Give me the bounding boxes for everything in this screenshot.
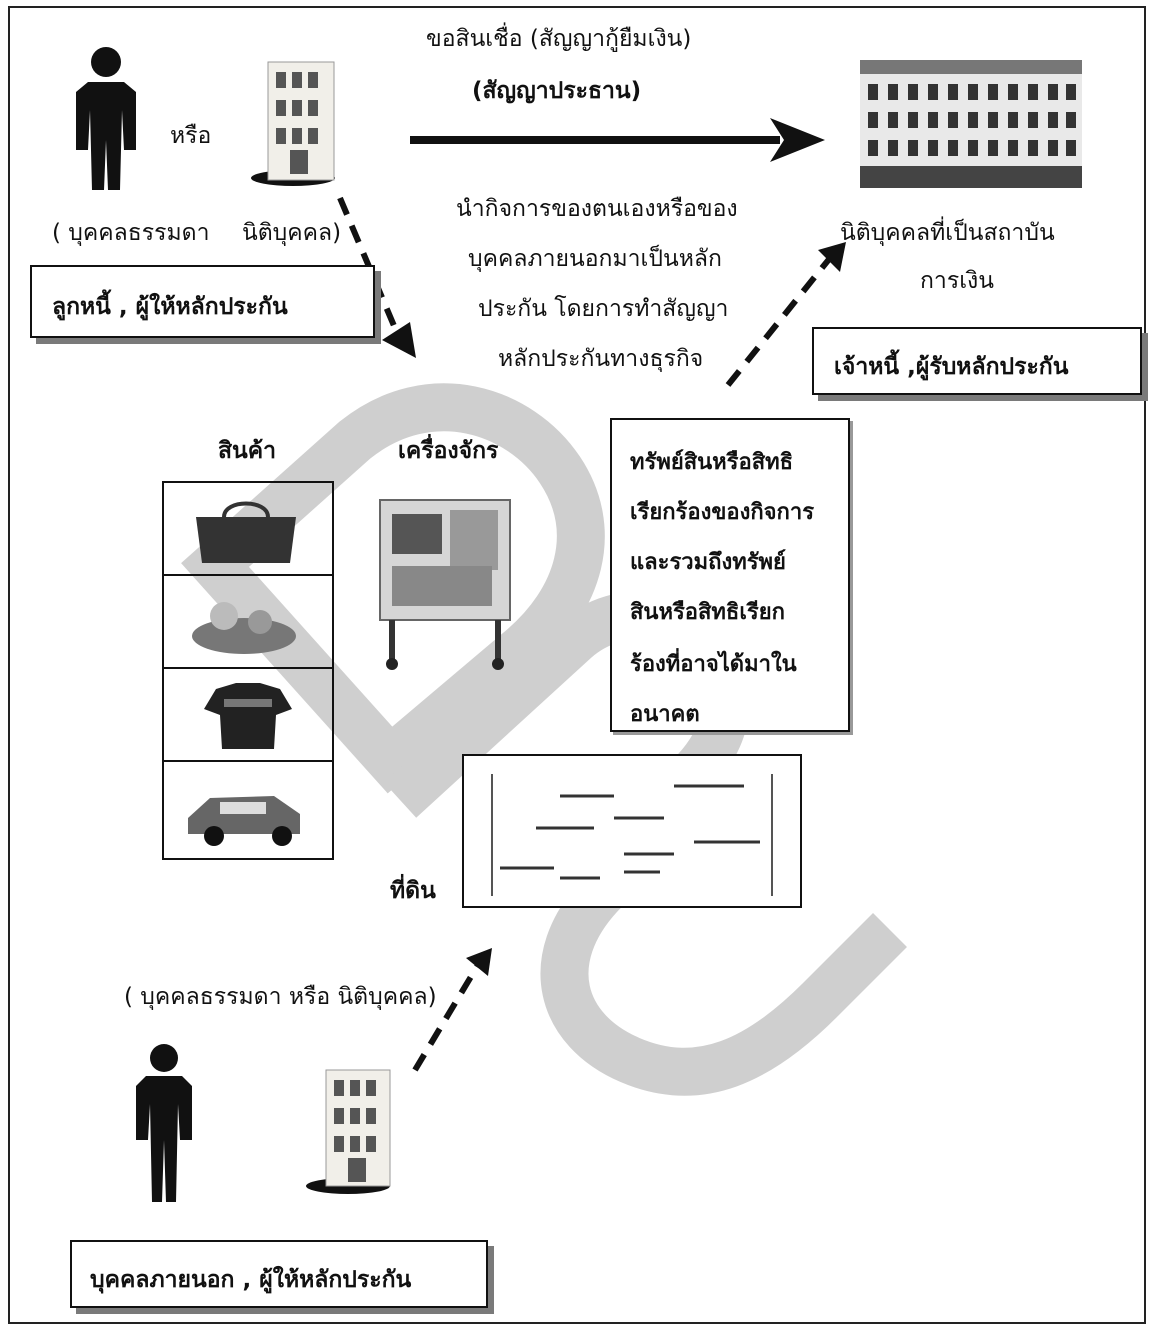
land-label: ที่ดิน [390, 878, 436, 904]
middle-text-line-1: นำกิจการของตนเองหรือของ [456, 196, 738, 222]
bank-building-icon [860, 60, 1082, 188]
middle-text-line-2: บุคคลภายนอกมาเป็นหลัก [468, 246, 722, 272]
rights-text-line-5: ร้องที่อาจได้มาใน [630, 652, 797, 677]
middle-text-line-4: หลักประกันทางธุรกิจ [498, 346, 704, 372]
bag-image [164, 483, 332, 576]
goods-label: สินค้า [218, 438, 277, 464]
creditor-role-box: เจ้าหนี้ ,ผู้รับหลักประกัน [812, 327, 1142, 395]
rights-text-line-3: และรวมถึงทรัพย์ [630, 550, 786, 575]
shirt-image [164, 669, 332, 762]
third-party-person-icon [136, 1044, 192, 1202]
creditor-label-line-1: นิติบุคคลที่เป็นสถาบัน [840, 220, 1055, 246]
goods-image-column [162, 481, 334, 860]
land-map-image [462, 754, 802, 908]
loan-request-label: ขอสินเชื่อ (สัญญากู้ยืมเงิน) [426, 26, 692, 52]
third-party-role-label: บุคคลภายนอก , ผู้ให้หลักประกัน [90, 1267, 412, 1293]
third-party-type-label: ( บุคคลธรรมดา หรือ นิติบุคคล) [124, 984, 437, 1010]
car-image [164, 762, 332, 855]
third-party-role-box: บุคคลภายนอก , ผู้ให้หลักประกัน [70, 1240, 488, 1308]
rights-text-line-1: ทรัพย์สินหรือสิทธิ [630, 450, 794, 475]
third-party-building-icon [306, 1069, 391, 1194]
machinery-label: เครื่องจักร [398, 438, 499, 464]
creditor-label-line-2: การเงิน [920, 268, 995, 294]
debtor-role-box: ลูกหนี้ , ผู้ให้หลักประกัน [30, 265, 375, 338]
person-icon [76, 47, 136, 190]
or-label: หรือ [170, 123, 212, 149]
main-loan-arrow [410, 118, 825, 162]
diagram-frame [8, 6, 1146, 1324]
rights-text-line-4: สินหรือสิทธิเรียก [630, 600, 785, 625]
toys-image [164, 576, 332, 669]
dashed-arrow-creditor [725, 242, 846, 387]
building-icon [251, 61, 335, 186]
principal-contract-label: (สัญญาประธาน) [472, 78, 642, 104]
machinery-icon [379, 499, 511, 670]
debtor-role-label: ลูกหนี้ , ผู้ให้หลักประกัน [52, 294, 288, 320]
creditor-role-label: เจ้าหนี้ ,ผู้รับหลักประกัน [834, 354, 1069, 380]
juristic-person-label: นิติบุคคล) [242, 220, 342, 246]
rights-text-line-2: เรียกร้องของกิจการ [630, 500, 815, 525]
dashed-arrow-third-party [412, 948, 492, 1072]
rights-text-line-6: อนาคต [630, 702, 700, 727]
natural-person-label: ( บุคคลธรรมดา [52, 220, 210, 246]
middle-text-line-3: ประกัน โดยการทำสัญญา [478, 296, 729, 322]
rights-description-box: ทรัพย์สินหรือสิทธิ เรียกร้องของกิจการ แล… [610, 418, 850, 732]
